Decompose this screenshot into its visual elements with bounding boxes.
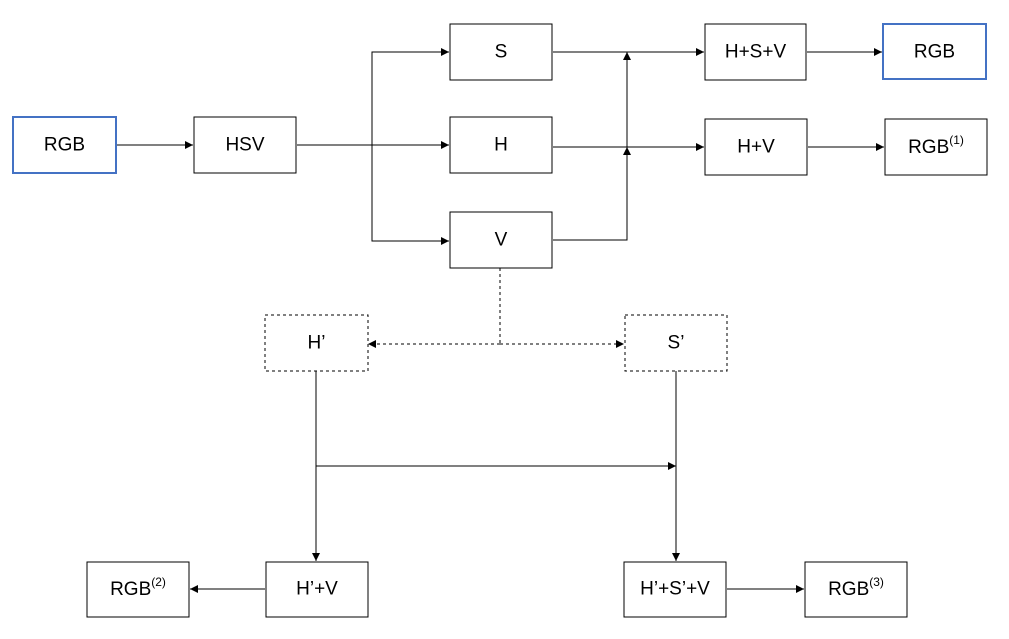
node-hsv-sum: H+S+V	[704, 23, 807, 81]
node-h-label: H	[494, 135, 508, 156]
node-hsv: HSV	[193, 116, 297, 174]
arrow-hsv-to-v	[371, 145, 449, 245]
arrow-hsv-to-s	[371, 48, 449, 145]
node-hprime-sprime-v: H’+S’+V	[623, 561, 727, 618]
node-rgb-1-label: RGB(1)	[908, 133, 964, 158]
node-hsv-sum-label: H+S+V	[725, 42, 787, 63]
node-rgb-2: RGB(2)	[86, 561, 190, 618]
node-rgb-output-label: RGB	[914, 42, 955, 63]
node-v: V	[449, 211, 553, 269]
node-v-label: V	[495, 230, 508, 251]
node-rgb-3-label: RGB(3)	[828, 575, 884, 600]
node-rgb-3-text: RGB	[828, 579, 869, 600]
node-rgb-2-superscript: (2)	[151, 575, 166, 589]
node-hprime-sprime-v-label: H’+S’+V	[640, 579, 710, 600]
node-hprime-v: H’+V	[265, 561, 369, 618]
node-h-prime-label: H’	[308, 333, 326, 354]
node-rgb-1-superscript: (1)	[949, 133, 964, 147]
node-s-prime-label: S’	[668, 333, 685, 354]
node-rgb-output: RGB	[882, 23, 987, 80]
node-s-label: S	[495, 42, 508, 63]
node-hsv-label: HSV	[225, 135, 264, 156]
node-rgb-3-superscript: (3)	[869, 575, 884, 589]
node-rgb-2-text: RGB	[110, 579, 151, 600]
node-hprime-v-label: H’+V	[296, 579, 338, 600]
node-hv-sum: H+V	[704, 118, 808, 176]
node-hv-sum-label: H+V	[737, 137, 775, 158]
node-h-prime: H’	[264, 314, 369, 372]
node-rgb-1-text: RGB	[908, 137, 949, 158]
connectors	[117, 48, 884, 593]
arrow-v-to-h-line	[553, 147, 631, 241]
node-rgb-1: RGB(1)	[884, 118, 988, 176]
node-rgb-input: RGB	[12, 116, 117, 174]
node-s: S	[449, 23, 553, 81]
node-rgb-2-label: RGB(2)	[110, 575, 166, 600]
node-rgb-input-label: RGB	[44, 135, 85, 156]
node-rgb-3: RGB(3)	[804, 561, 908, 618]
node-h: H	[449, 116, 553, 174]
node-s-prime: S’	[624, 314, 728, 372]
